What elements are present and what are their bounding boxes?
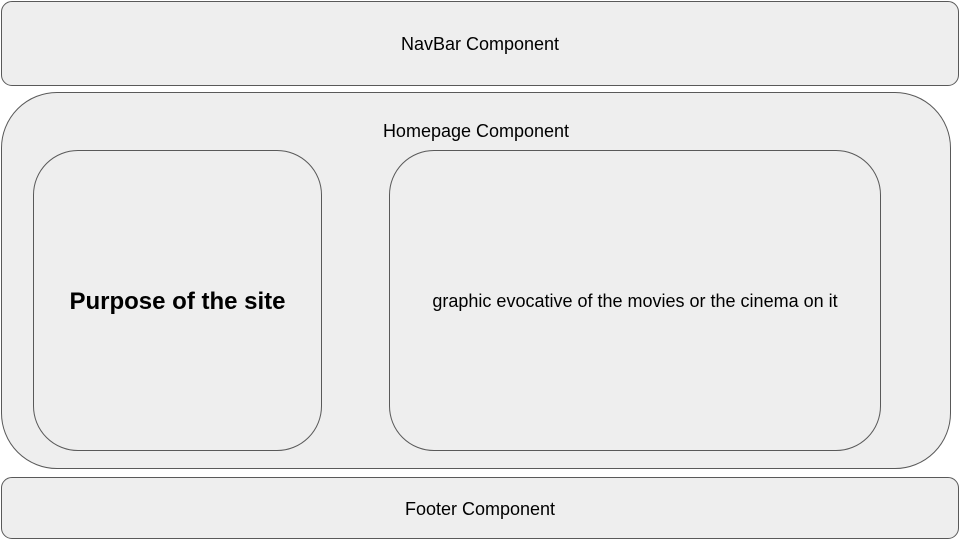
purpose-box: Purpose of the site	[33, 150, 322, 451]
footer-component-box: Footer Component	[1, 477, 959, 539]
graphic-label: graphic evocative of the movies or the c…	[432, 291, 838, 311]
purpose-label: Purpose of the site	[69, 288, 286, 315]
navbar-component-label: NavBar Component	[400, 34, 560, 54]
footer-component-label: Footer Component	[404, 499, 556, 519]
navbar-component-box: NavBar Component	[1, 1, 959, 86]
graphic-box: graphic evocative of the movies or the c…	[389, 150, 881, 451]
homepage-component-label: Homepage Component	[382, 121, 570, 141]
